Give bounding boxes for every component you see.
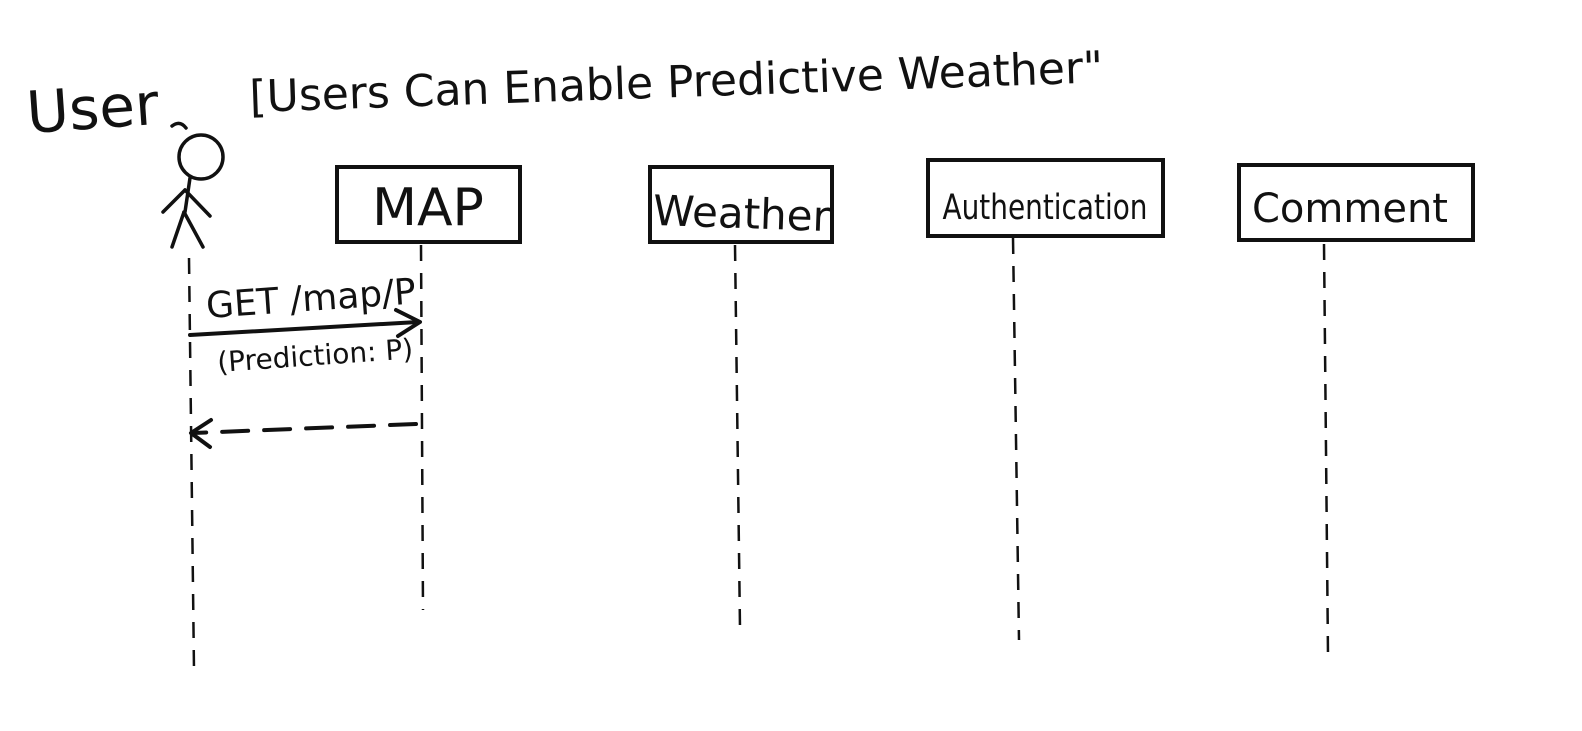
participant-label: Authentication <box>943 188 1148 228</box>
message-return <box>189 418 418 449</box>
actor-label: User <box>24 70 161 147</box>
participant-comment: Comment <box>1237 163 1475 242</box>
participant-label: Weather <box>652 186 831 241</box>
message-label: GET /map/P <box>205 271 417 327</box>
arrowhead-icon <box>394 308 422 338</box>
participant-map: MAP <box>335 165 522 244</box>
lifeline-weather <box>733 244 742 629</box>
message-get-map: GET /map/P (Prediction: P) <box>188 271 422 379</box>
lifeline-map <box>419 244 425 611</box>
participant-label: MAP <box>372 178 484 238</box>
lifeline-user <box>187 257 196 671</box>
participant-authentication: Authentication <box>926 158 1165 238</box>
participant-weather: Weather <box>648 165 834 244</box>
user-actor-icon <box>161 121 225 249</box>
return-arrow <box>191 422 418 435</box>
lifeline-authentication <box>1011 237 1021 641</box>
lifeline-comment <box>1322 243 1330 656</box>
message-sublabel: (Prediction: P) <box>216 332 414 379</box>
arrowhead-icon <box>189 418 213 449</box>
diagram-title: [Users Can Enable Predictive Weather" <box>249 42 1104 123</box>
participant-label: Comment <box>1252 186 1448 232</box>
request-arrow <box>188 320 420 337</box>
